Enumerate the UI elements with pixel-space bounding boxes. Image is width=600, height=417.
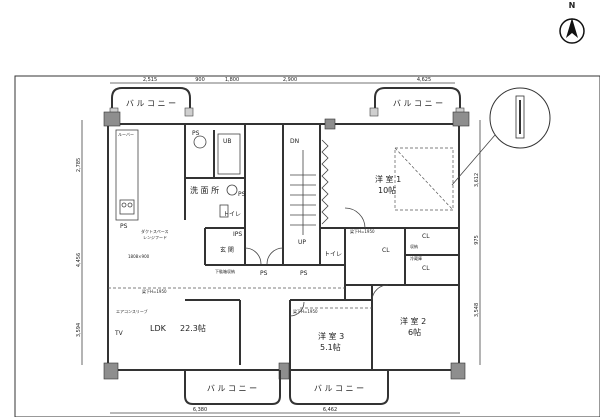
detail-callout bbox=[451, 87, 551, 186]
louver-note: ルーバー bbox=[118, 132, 134, 137]
western-3-size: 5.1帖 bbox=[320, 342, 341, 352]
tv-label: TV bbox=[114, 330, 124, 337]
shoe-note: 下駄箱収納 bbox=[215, 268, 235, 274]
aircon-note: エアコンスリーブ bbox=[116, 308, 148, 314]
ldk-name: LDK bbox=[150, 324, 167, 333]
ps-label-2: PS bbox=[238, 191, 246, 198]
dim-top-5: 4,625 bbox=[417, 77, 431, 83]
interior-walls bbox=[184, 124, 459, 370]
western-1-name: 洋 室 1 bbox=[375, 174, 401, 184]
duct-note: ダクトスペース bbox=[141, 228, 169, 234]
western-3-name: 洋 室 3 bbox=[318, 331, 344, 341]
compass-arrow-icon bbox=[566, 18, 578, 38]
kitchen-dim-note: 1808×900 bbox=[128, 254, 150, 259]
right-dimensions: 3,612 975 3,548 bbox=[474, 120, 481, 365]
dim-top-3: 1,800 bbox=[225, 77, 239, 83]
balcony-top-left-label: バ ル コ ニ ー bbox=[126, 99, 176, 108]
kitchen-counter bbox=[115, 129, 139, 221]
dim-right-2: 975 bbox=[474, 235, 480, 245]
staircase bbox=[290, 150, 316, 235]
left-dimensions: 2,785 4,456 3,594 bbox=[76, 120, 83, 365]
range-hood-note: レンジフード bbox=[143, 235, 167, 240]
ldk-size: 22.3帖 bbox=[180, 323, 206, 333]
compass-label: N bbox=[569, 1, 576, 10]
dn-label: DN bbox=[290, 138, 299, 145]
dim-bottom-1: 6,380 bbox=[193, 407, 207, 413]
ips-label: IPS bbox=[233, 231, 242, 238]
balcony-bottom-left-label: バ ル コ ニ ー bbox=[207, 384, 257, 393]
balcony-bottom-right bbox=[289, 370, 389, 405]
ps-label-1: PS bbox=[192, 130, 200, 137]
washroom-label: 洗 面 所 bbox=[190, 185, 219, 195]
dim-right-3: 3,548 bbox=[474, 303, 480, 317]
dim-bottom-2: 6,462 bbox=[323, 407, 337, 413]
outer-frame bbox=[14, 75, 600, 417]
up-label: UP bbox=[298, 239, 306, 246]
balcony-bottom-right-label: バ ル コ ニ ー bbox=[314, 384, 364, 393]
dim-top-4: 2,900 bbox=[283, 77, 297, 83]
ps-label-4: PS bbox=[260, 270, 268, 277]
western-2-name: 洋 室 2 bbox=[400, 316, 426, 326]
cl-label-1: CL bbox=[422, 233, 430, 240]
top-dimensions: 2,515 900 1,800 2,900 4,625 bbox=[110, 77, 455, 84]
dim-left-1: 2,785 bbox=[76, 158, 82, 172]
ceiling-note-1: 梁下H=1950 bbox=[142, 288, 167, 294]
genkan-label: 玄 関 bbox=[220, 246, 234, 254]
dim-left-3: 3,594 bbox=[76, 323, 82, 337]
balcony-top-right-label: バ ル コ ニ ー bbox=[393, 99, 443, 108]
ps-label-5: PS bbox=[300, 270, 308, 277]
balcony-top-right bbox=[374, 87, 461, 112]
western-2-size: 6帖 bbox=[408, 327, 421, 337]
ub-label: UB bbox=[223, 138, 232, 145]
dim-top-2: 900 bbox=[195, 77, 205, 83]
toilet-1-label: トイレ bbox=[223, 211, 241, 218]
balcony-bottom-left bbox=[184, 370, 281, 405]
dim-right-1: 3,612 bbox=[474, 173, 480, 187]
western-1-size: 10帖 bbox=[378, 185, 396, 195]
cl-label-2: CL bbox=[422, 265, 430, 272]
fridge-note: 冷蔵庫 bbox=[410, 255, 422, 261]
toilet-2-label: トイレ bbox=[324, 251, 342, 258]
dim-top-1: 2,515 bbox=[143, 77, 157, 83]
bottom-dimensions: 6,380 6,462 bbox=[110, 407, 460, 414]
ps-label-3: PS bbox=[120, 223, 128, 230]
balcony-top-left bbox=[111, 87, 191, 112]
storage-note: 収納 bbox=[410, 243, 418, 249]
ceiling-note-3: 梁下H=1950 bbox=[350, 228, 375, 234]
ceiling-note-2: 梁下H=1950 bbox=[293, 308, 318, 314]
compass: N bbox=[559, 1, 585, 44]
cl-label-3: CL bbox=[382, 247, 390, 254]
dim-left-2: 4,456 bbox=[76, 253, 82, 267]
